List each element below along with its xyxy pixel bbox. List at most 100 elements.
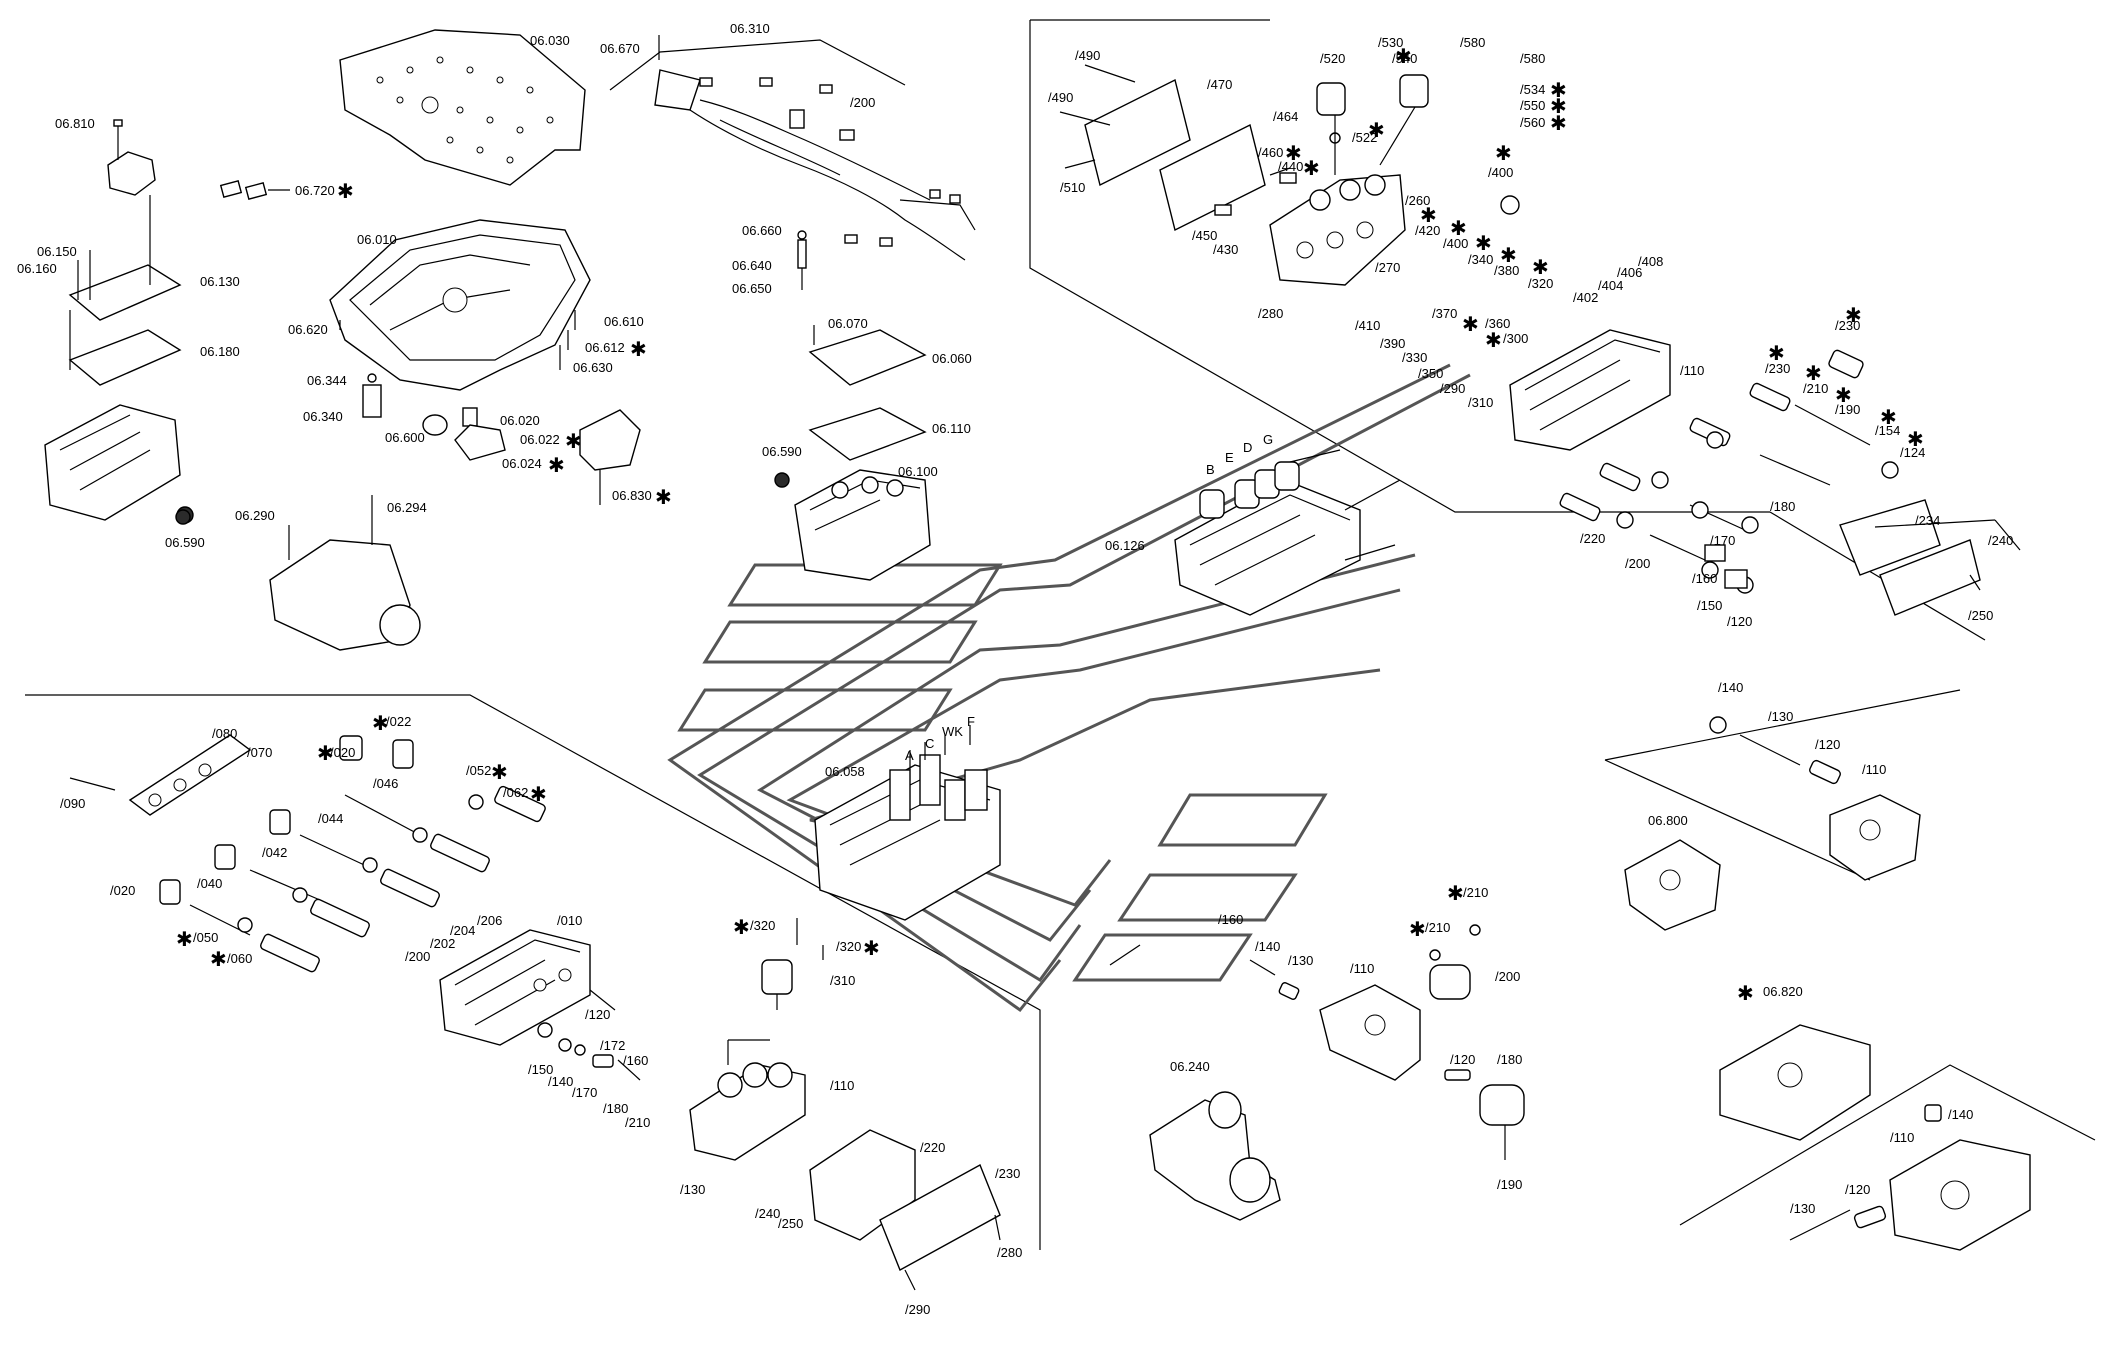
label-06610: 06.610 — [604, 314, 644, 329]
label-060: /060 — [227, 951, 252, 966]
label-250-a: /250 — [1968, 608, 1993, 623]
label-06180: 06.180 — [200, 344, 240, 359]
label-130-d: /130 — [1790, 1201, 1815, 1216]
label-206: /206 — [477, 913, 502, 928]
asterisk-560: ✱ — [1550, 113, 1567, 135]
asterisk-062: ✱ — [530, 784, 547, 806]
label-220-b: /220 — [920, 1140, 945, 1155]
label-320-c: /320 — [836, 939, 861, 954]
label-230-a: /230 — [1835, 318, 1860, 333]
label-06612: 06.612 — [585, 340, 625, 355]
label-06310: 06.310 — [730, 21, 770, 36]
label-154: /154 — [1875, 423, 1900, 438]
spring-042 — [249, 869, 321, 901]
asterisk-460: ✱ — [1285, 143, 1302, 165]
label-120-c: /120 — [1815, 737, 1840, 752]
washer-06590-a — [175, 509, 191, 525]
label-140-a: /140 — [548, 1074, 573, 1089]
label-210-c: /210 — [1463, 885, 1488, 900]
label-06126: 06.126 — [1105, 538, 1145, 553]
plate-470 — [1084, 78, 1191, 187]
label-470: /470 — [1207, 77, 1232, 92]
bottom-right-assemblies — [1149, 716, 2031, 1251]
asterisk-230-b: ✱ — [1768, 343, 1785, 365]
label-020-a: /020 — [330, 745, 355, 760]
label-280-a: /280 — [1258, 306, 1283, 321]
label-204: /204 — [450, 923, 475, 938]
label-042: /042 — [262, 845, 287, 860]
label-320-b: /320 — [750, 918, 775, 933]
part-06020 — [462, 407, 478, 427]
label-402: /402 — [1573, 290, 1598, 305]
label-310-b: /310 — [830, 973, 855, 988]
label-210-d: /210 — [1425, 920, 1450, 935]
label-330: /330 — [1402, 350, 1427, 365]
top-left-assembly — [44, 29, 641, 651]
label-340: /340 — [1468, 252, 1493, 267]
label-06100: 06.100 — [898, 464, 938, 479]
label-522: /522 — [1352, 130, 1377, 145]
label-234: /234 — [1915, 513, 1940, 528]
label-06640: 06.640 — [732, 258, 772, 273]
label-140-c: /140 — [1255, 939, 1280, 954]
spring-046 — [344, 794, 421, 836]
label-190-a: /190 — [1835, 402, 1860, 417]
label-280-b: /280 — [997, 1245, 1022, 1260]
bottom-left-assembly — [69, 734, 1001, 1291]
center-blocks — [814, 449, 1401, 921]
label-052: /052 — [466, 763, 491, 778]
cover-06810 — [107, 151, 156, 196]
label-120-b: /120 — [585, 1007, 610, 1022]
label-130-c: /130 — [1288, 953, 1313, 968]
label-440: /440 — [1278, 159, 1303, 174]
valve-block-110 — [1509, 329, 1671, 451]
label-06150: 06.150 — [37, 244, 77, 259]
label-06022: 06.022 — [520, 432, 560, 447]
label-06024: 06.024 — [502, 456, 542, 471]
label-070: /070 — [247, 745, 272, 760]
label-06020: 06.020 — [500, 413, 540, 428]
asterisk-06820: ✱ — [1737, 983, 1754, 1005]
label-534: /534 — [1520, 82, 1545, 97]
label-580-a: /580 — [1460, 35, 1485, 50]
label-06590-a: 06.590 — [165, 535, 205, 550]
label-E: E — [1225, 450, 1234, 465]
label-120-d: /120 — [1450, 1052, 1475, 1067]
asterisk-420: ✱ — [1420, 205, 1437, 227]
label-200-b: /200 — [1625, 556, 1650, 571]
label-530: /530 — [1378, 35, 1403, 50]
mid-valve-group — [774, 325, 931, 581]
separator-plate-06030 — [339, 29, 586, 186]
label-A: A — [905, 748, 914, 763]
label-G: G — [1263, 432, 1273, 447]
asterisk-380: ✱ — [1500, 245, 1517, 267]
label-160-a: /160 — [1692, 571, 1717, 586]
label-250-b: /250 — [778, 1216, 803, 1231]
label-410: /410 — [1355, 318, 1380, 333]
label-560: /560 — [1520, 115, 1545, 130]
asterisk-06720: ✱ — [337, 181, 354, 203]
asterisk-550: ✱ — [1550, 96, 1567, 118]
label-06294: 06.294 — [387, 500, 427, 515]
asterisk-400-b: ✱ — [1450, 218, 1467, 240]
label-230-c: /230 — [995, 1166, 1020, 1181]
label-490-b: /490 — [1048, 90, 1073, 105]
label-044: /044 — [318, 811, 343, 826]
asterisk-06612: ✱ — [630, 339, 647, 361]
solenoid-180 — [1479, 1084, 1525, 1126]
label-190-b: /190 — [1497, 1177, 1522, 1192]
asterisk-522: ✱ — [1368, 120, 1385, 142]
label-06630: 06.630 — [573, 360, 613, 375]
label-06810: 06.810 — [55, 116, 95, 131]
asterisk-540: ✱ — [1395, 46, 1412, 68]
label-046: /046 — [373, 776, 398, 791]
asterisk-340: ✱ — [1475, 233, 1492, 255]
label-062: /062 — [503, 785, 528, 800]
asterisk-06022: ✱ — [565, 431, 582, 453]
label-370: /370 — [1432, 306, 1457, 321]
plate-holes — [376, 56, 554, 164]
part-06340 — [362, 384, 382, 418]
label-130-a: /130 — [680, 1182, 705, 1197]
asterisk-052: ✱ — [491, 762, 508, 784]
asterisk-360: ✱ — [1462, 314, 1479, 336]
